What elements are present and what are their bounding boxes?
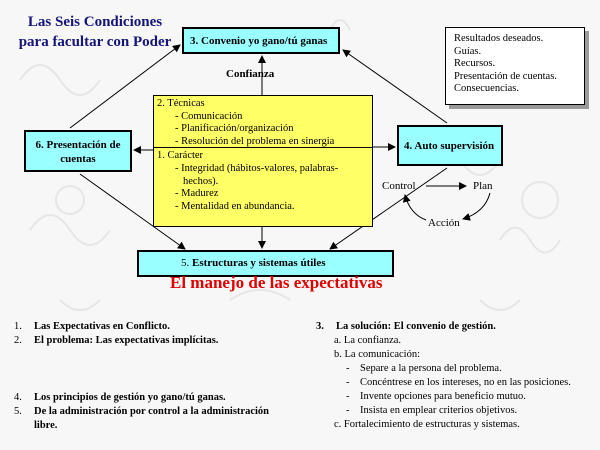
left-list-top: 1. Las Expectativas en Conflicto. 2. El … [14,320,304,348]
list-item-text: El problema: Las expectativas implícitas… [34,335,219,346]
dash-bullet: - [346,405,350,416]
results-item: Resultados deseados. [454,33,544,44]
arrow-plan-to-accion [462,192,491,221]
tecnicas-title: 2. Técnicas [157,98,205,109]
center-divider [154,147,372,148]
label-control: Control [382,180,416,192]
caracter-item: - Integridad (hábitos-valores, palabras- [175,162,339,174]
center-box: 2. Técnicas - Comunicación - Planificaci… [153,95,373,227]
list-item-text: Los principios de gestión yo gano/tú gan… [34,392,226,403]
list-item: 2. El problema: Las expectativas implíci… [14,334,304,348]
box-autosupervision: 4. Auto supervisión [397,125,503,166]
list-item: 5. De la administración por control a la… [14,405,314,433]
list-item-number: 2. [14,335,22,346]
list-item: 1. Las Expectativas en Conflicto. [14,320,304,334]
arrow-presentacion-to-convenio [69,44,181,129]
list-item-number: 3. [316,321,324,332]
results-box: Resultados deseados. Guías. Recursos. Pr… [445,27,585,105]
arrow-autosupervision-to-convenio [342,49,448,124]
title-line-2: para facultar con Poder [18,34,172,50]
title-line-1: Las Seis Condiciones [27,14,163,30]
list-item-text: Invente opciones para beneficio mutuo. [360,391,526,402]
caracter-title: 1. Carácter [157,150,204,162]
left-list-bottom: 4. Los principios de gestión yo gano/tú … [14,391,314,433]
box-autosupervision-label: 4. Auto supervisión [404,140,495,152]
label-plan: Plan [473,180,493,192]
list-item: -Concéntrese en los intereses, no en las… [316,376,600,390]
right-list-c: c. Fortalecimiento de estructuras y sist… [334,419,520,430]
right-list-heading: La solución: El convenio de gestión. [336,321,496,332]
box-estructuras-label: Estructuras y sistemas útiles [192,257,326,269]
diagram-title: Las Seis Condiciones para facultar con P… [6,12,184,52]
right-list: 3. La solución: El convenio de gestión. … [316,320,600,432]
box-presentacion-label: 6. Presentación de cuentas [35,139,121,165]
box-convenio: 3. Convenio yo gano/tú ganas [182,27,340,54]
list-item-text-continued: libre. [34,420,58,431]
label-accion: Acción [428,217,460,229]
section-subtitle: El manejo de las expectativas [170,273,383,292]
list-item: -Insista en emplear criterios objetivos. [316,404,600,418]
tecnicas-item: - Planificación/organización [175,123,294,135]
list-item-text: Insista en emplear criterios objetivos. [360,405,518,416]
caracter-item: hechos). [183,175,219,187]
results-item: Recursos. [454,58,496,70]
box-estructuras: 5. Estructuras y sistemas útiles [137,250,394,277]
right-list-heading-row: 3. La solución: El convenio de gestión. [316,320,600,334]
tecnicas-item: - Resolución del problema en sinergia [175,135,335,147]
arrow-autosupervision-to-estructuras [329,167,448,250]
label-confianza: Confianza [226,68,275,80]
box-convenio-label: 3. Convenio yo gano/tú ganas [190,35,328,47]
dash-bullet: - [346,377,350,388]
list-item-text: Las Expectativas en Conflicto. [34,321,170,332]
tecnicas-item: - Comunicación [175,110,243,122]
list-item: -Separe a la persona del problema. [316,362,600,376]
arrow-presentacion-to-estructuras [79,173,186,250]
right-list-a: a. La confianza. [334,335,402,346]
results-item: Guías. [454,45,482,57]
list-item-text: Separe a la persona del problema. [360,363,502,374]
arrow-accion-to-control [402,194,427,221]
results-item: Presentación de cuentas. [454,70,557,82]
list-item: -Invente opciones para beneficio mutuo. [316,390,600,404]
list-item: 4. Los principios de gestión yo gano/tú … [14,391,314,405]
box-estructuras-number: 5. [181,257,190,269]
list-item-number: 4. [14,392,22,403]
list-item-text: Concéntrese en los intereses, no en las … [360,377,571,388]
dash-bullet: - [346,363,350,374]
results-item: Consecuencias. [454,83,520,95]
list-item-number: 1. [14,321,22,332]
right-list-b: b. La comunicación: [334,349,421,360]
dash-bullet: - [346,391,350,402]
list-item-number: 5. [14,406,22,417]
box-presentacion: 6. Presentación de cuentas [24,130,132,172]
caracter-item: - Madurez [175,188,219,200]
list-item-text: De la administración por control a la ad… [34,406,269,417]
caracter-item: - Mentalidad en abundancia. [175,200,295,212]
